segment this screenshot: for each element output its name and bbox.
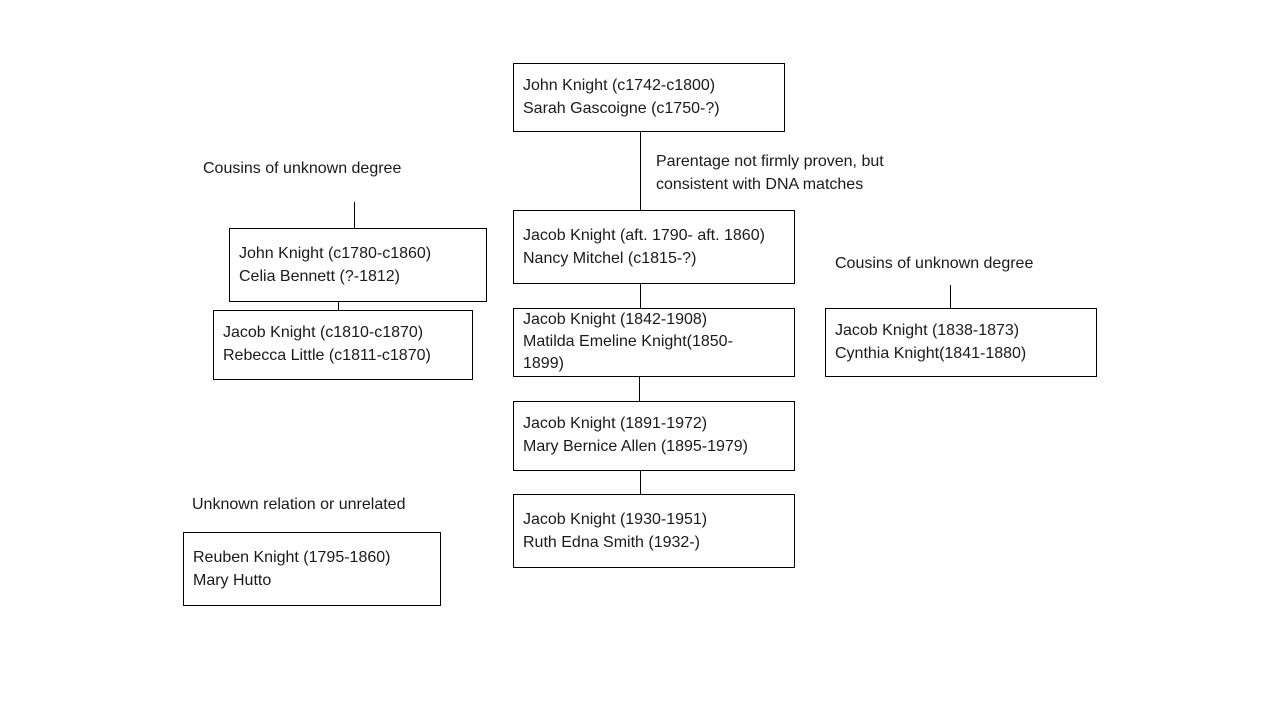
connector-jacob1842-to-jacob1891 — [639, 376, 640, 402]
parentage-note-line-2: consistent with DNA matches — [656, 176, 864, 193]
connector-cousins-left-stub — [354, 202, 355, 229]
person-box-line-2: Mary Bernice Allen (1895-1979) — [523, 438, 749, 455]
person-box-jacob-knight-1810: Jacob Knight (c1810-c1870) Rebecca Littl… — [213, 310, 473, 380]
person-box-line-2: Mary Hutto — [193, 572, 272, 589]
parentage-note: Parentage not firmly proven, but consist… — [656, 150, 884, 196]
person-box-line-1: Reuben Knight (1795-1860) — [193, 549, 391, 566]
connector-john1780-to-jacob1810 — [338, 301, 339, 310]
parentage-note-line-1: Parentage not firmly proven, but — [656, 153, 884, 170]
person-box-line-1: Jacob Knight (aft. 1790- aft. 1860) — [523, 227, 765, 244]
person-box-jacob-knight-1930: Jacob Knight (1930-1951) Ruth Edna Smith… — [513, 494, 795, 568]
person-box-john-knight-1742: John Knight (c1742-c1800) Sarah Gascoign… — [513, 63, 785, 132]
person-box-line-2: Celia Bennett (?-1812) — [239, 268, 400, 285]
unknown-relation-heading: Unknown relation or unrelated — [192, 496, 406, 513]
person-box-line-2: Cynthia Knight(1841-1880) — [835, 345, 1027, 362]
person-box-line-2: Matilda Emeline Knight(1850-1899) — [523, 333, 733, 372]
person-box-jacob-knight-1838: Jacob Knight (1838-1873) Cynthia Knight(… — [825, 308, 1097, 377]
person-box-line-2: Rebecca Little (c1811-c1870) — [223, 347, 431, 364]
person-box-line-2: Sarah Gascoigne (c1750-?) — [523, 100, 720, 117]
person-box-line-1: John Knight (c1742-c1800) — [523, 77, 716, 94]
connector-jacob1891-to-jacob1930 — [640, 470, 641, 495]
connector-cousins-right-stub — [950, 285, 951, 309]
person-box-line-1: Jacob Knight (1891-1972) — [523, 415, 708, 432]
connector-jacob1790-to-jacob1842 — [640, 283, 641, 309]
person-box-line-2: Nancy Mitchel (c1815-?) — [523, 250, 697, 267]
person-box-line-1: John Knight (c1780-c1860) — [239, 245, 432, 262]
person-box-john-knight-1780: John Knight (c1780-c1860) Celia Bennett … — [229, 228, 487, 302]
person-box-line-1: Jacob Knight (1838-1873) — [835, 322, 1020, 339]
connector-john1742-to-jacob1790 — [640, 131, 641, 211]
person-box-jacob-knight-1790: Jacob Knight (aft. 1790- aft. 1860) Nanc… — [513, 210, 795, 284]
cousins-left-heading: Cousins of unknown degree — [203, 160, 402, 177]
person-box-line-1: Jacob Knight (1930-1951) — [523, 511, 708, 528]
person-box-jacob-knight-1891: Jacob Knight (1891-1972) Mary Bernice Al… — [513, 401, 795, 471]
person-box-reuben-knight-1795: Reuben Knight (1795-1860) Mary Hutto — [183, 532, 441, 606]
person-box-line-1: Jacob Knight (c1810-c1870) — [223, 324, 424, 341]
person-box-line-1: Jacob Knight (1842-1908) — [523, 311, 708, 328]
person-box-line-2: Ruth Edna Smith (1932-) — [523, 534, 700, 551]
person-box-jacob-knight-1842: Jacob Knight (1842-1908) Matilda Emeline… — [513, 308, 795, 377]
cousins-right-heading: Cousins of unknown degree — [835, 255, 1034, 272]
